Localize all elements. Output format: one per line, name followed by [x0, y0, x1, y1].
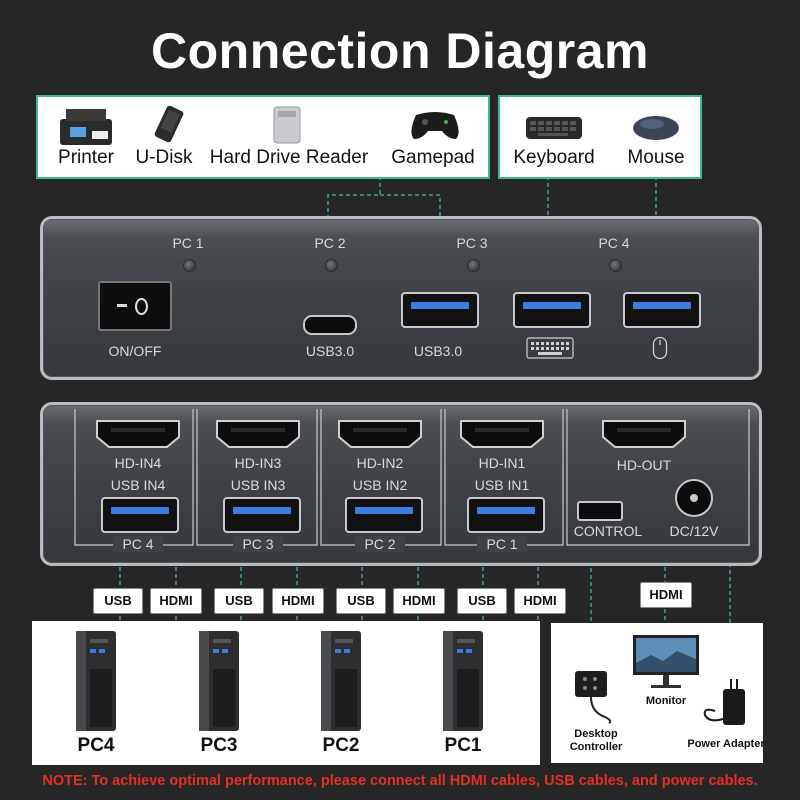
label-printer: Printer — [58, 147, 114, 168]
dc-label: DC/12V — [669, 523, 719, 539]
hd-out-label: HD-OUT — [616, 457, 672, 473]
page-title: Connection Diagram — [151, 23, 649, 79]
tag-usb-pc2: USB — [336, 588, 386, 614]
power-adapter-label: Power Adapter — [687, 738, 765, 750]
front-pc2-label: PC 2 — [314, 235, 346, 251]
section-pc4-label: PC 4 — [113, 536, 163, 552]
hdmi-in4-port[interactable] — [95, 419, 181, 449]
front-usb-port-1[interactable] — [401, 292, 479, 328]
tag-hdmi-pc4: HDMI — [150, 588, 202, 614]
pc3-label: PC3 — [200, 735, 238, 756]
u-disk-icon — [154, 105, 184, 143]
peripherals-box-left: Printer U-Disk Hard Drive Reader Gamepad — [36, 95, 490, 179]
control-port[interactable] — [577, 501, 623, 521]
usb-in4-port[interactable] — [101, 497, 179, 533]
mouse-usb-port[interactable] — [623, 292, 701, 328]
pc1-label: PC1 — [444, 735, 482, 756]
label-mouse: Mouse — [627, 147, 685, 168]
usb-in1-port[interactable] — [467, 497, 545, 533]
control-label: CONTROL — [573, 523, 643, 539]
mouse-port-icon — [652, 336, 668, 360]
led-pc1 — [183, 259, 196, 272]
front-panel: PC 1 PC 2 PC 3 PC 4 ON/OFF USB3.0 USB3.0 — [40, 216, 762, 380]
tag-hdmi-pc2: HDMI — [393, 588, 445, 614]
desktop-controller-label-1: Desktop — [574, 728, 618, 740]
pc4-label: PC4 — [77, 735, 115, 756]
front-pc4-label: PC 4 — [598, 235, 630, 251]
usb-in3-port[interactable] — [223, 497, 301, 533]
power-adapter-icon — [703, 679, 745, 725]
pc3-tower-icon — [199, 631, 239, 731]
monitor-label: Monitor — [645, 695, 687, 707]
keyboard-usb-port[interactable] — [513, 292, 591, 328]
led-pc2 — [325, 259, 338, 272]
desktop-controller-icon — [575, 671, 612, 724]
pc4-tower-icon — [76, 631, 116, 731]
usbc-label: USB3.0 — [305, 343, 355, 359]
desktop-controller-label-2: Controller — [569, 741, 623, 753]
keyboard-port-icon — [526, 337, 574, 359]
tag-hdmi-pc1: HDMI — [514, 588, 566, 614]
label-hard-drive-reader: Hard Drive Reader — [209, 147, 369, 168]
usb-in2-label: USB IN2 — [352, 477, 408, 493]
usb-in2-port[interactable] — [345, 497, 423, 533]
switch-label: ON/OFF — [108, 343, 162, 359]
section-pc3-label: PC 3 — [233, 536, 283, 552]
mouse-icon — [633, 116, 679, 140]
back-panel: HD-IN4 HD-IN3 HD-IN2 HD-IN1 HD-OUT USB I… — [40, 402, 762, 566]
usb-in3-label: USB IN3 — [230, 477, 286, 493]
led-pc4 — [609, 259, 622, 272]
label-gamepad: Gamepad — [391, 147, 475, 168]
hard-drive-reader-icon — [273, 106, 301, 144]
front-pc1-label: PC 1 — [172, 235, 204, 251]
switch-on-mark — [117, 304, 127, 307]
hdmi-in1-port[interactable] — [459, 419, 545, 449]
led-pc3 — [467, 259, 480, 272]
dc-port[interactable] — [675, 479, 713, 517]
note-text: NOTE: To achieve optimal performance, pl… — [42, 773, 758, 789]
hdmi-in3-port[interactable] — [215, 419, 301, 449]
power-switch[interactable] — [98, 281, 172, 331]
printer-icon — [60, 109, 112, 145]
tag-usb-pc3: USB — [214, 588, 264, 614]
pc2-label: PC2 — [322, 735, 360, 756]
switch-off-mark — [135, 298, 148, 315]
hd-in1-label: HD-IN1 — [478, 455, 526, 471]
section-pc2-label: PC 2 — [355, 536, 405, 552]
usbc-port[interactable] — [303, 315, 357, 335]
section-pc1-label: PC 1 — [477, 536, 527, 552]
label-u-disk: U-Disk — [135, 147, 193, 168]
tag-usb-pc1: USB — [457, 588, 507, 614]
front-usb-label: USB3.0 — [413, 343, 463, 359]
keyboard-icon — [526, 117, 582, 139]
front-pc3-label: PC 3 — [456, 235, 488, 251]
hdmi-out-port[interactable] — [601, 419, 687, 449]
hd-in2-label: HD-IN2 — [356, 455, 404, 471]
pc1-tower-icon — [443, 631, 483, 731]
usb-in1-label: USB IN1 — [474, 477, 530, 493]
pc2-tower-icon — [321, 631, 361, 731]
monitor-icon — [633, 635, 699, 688]
gamepad-icon — [411, 112, 459, 139]
hd-in4-label: HD-IN4 — [114, 455, 162, 471]
hdmi-in2-port[interactable] — [337, 419, 423, 449]
peripherals-box-right: Keyboard Mouse — [498, 95, 702, 179]
hd-in3-label: HD-IN3 — [234, 455, 282, 471]
dc-pin — [690, 494, 698, 502]
tag-usb-pc4: USB — [93, 588, 143, 614]
usb-in4-label: USB IN4 — [110, 477, 166, 493]
label-keyboard: Keyboard — [513, 147, 595, 168]
tag-hdmi-out: HDMI — [640, 582, 692, 608]
computers-box: PC4 PC3 PC2 PC1 — [32, 621, 540, 765]
output-devices-box: Monitor Desktop Controller Power Adapter — [551, 623, 765, 763]
tag-hdmi-pc3: HDMI — [272, 588, 324, 614]
